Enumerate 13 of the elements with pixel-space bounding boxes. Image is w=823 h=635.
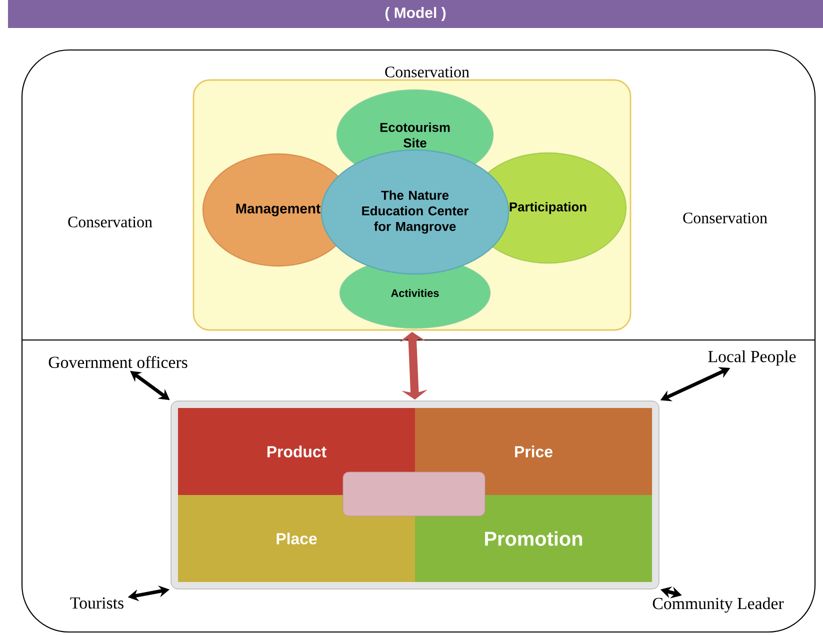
center-box xyxy=(342,472,486,516)
oval: The Nature Education Center for Mangrove xyxy=(320,149,510,275)
quadrant: Price xyxy=(415,408,652,495)
quadrant: Place xyxy=(178,495,415,582)
title-band: ( Model ) xyxy=(8,0,823,28)
stakeholder-label: Community Leader xyxy=(652,597,784,613)
stakeholder-label: Local People xyxy=(708,350,796,366)
stakeholder-label: Government officers xyxy=(48,356,188,368)
quadrant: Promotion xyxy=(415,495,652,582)
quadrant: Product xyxy=(178,408,415,495)
side-label: Conservation xyxy=(68,216,152,228)
stakeholder-label: Tourists xyxy=(70,597,124,609)
side-label: Conservation xyxy=(683,212,768,224)
